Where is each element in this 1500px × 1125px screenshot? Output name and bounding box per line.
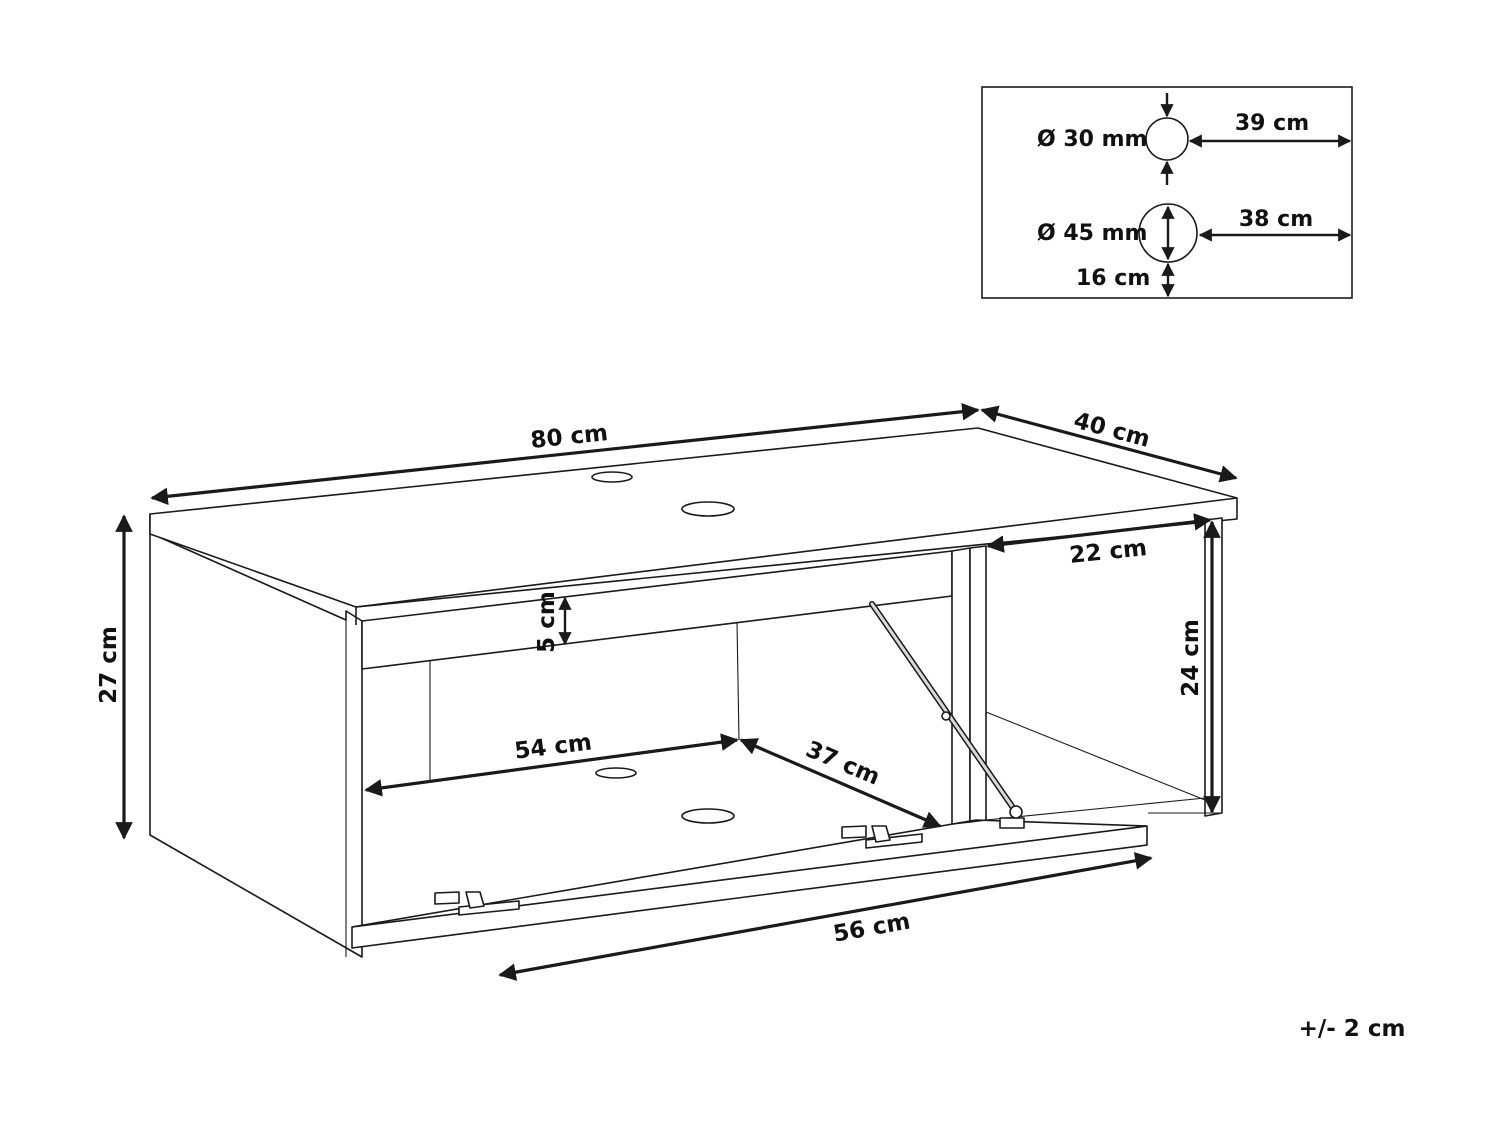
floor-cable-hole-large-icon (681, 808, 735, 824)
large-hole-offset-label: 38 cm (1239, 207, 1313, 232)
interior-depth-dimension (739, 738, 942, 828)
top-width-label: 80 cm (529, 420, 609, 454)
cabinet-drawing (149, 427, 1238, 958)
cable-hole-inset: Ø 30 mm 39 cm Ø 45 mm 38 cm 16 cm (981, 86, 1353, 299)
small-hole-offset-label: 39 cm (1235, 111, 1309, 136)
compartment-width-label: 22 cm (1068, 535, 1148, 569)
right-divider-front (969, 545, 987, 823)
interior-width-dimension (364, 733, 739, 797)
compartment-height-label: 24 cm (1178, 619, 1204, 697)
door-width-dimension (498, 852, 1153, 981)
depth-dimension (980, 405, 1238, 483)
shelf-gap-label: 5 cm (534, 591, 560, 653)
small-hole-icon (1145, 117, 1189, 161)
height-label: 27 cm (96, 626, 122, 704)
large-hole-diameter-label: Ø 45 mm (1037, 221, 1147, 246)
small-hole-diameter-label: Ø 30 mm (1037, 127, 1147, 152)
compartment-width-dimension (986, 513, 1212, 553)
floor-cable-hole-small-icon (595, 767, 637, 779)
dimension-lines (115, 402, 1238, 981)
arm-mount-bracket (999, 817, 1025, 829)
large-hole-icon (1138, 203, 1198, 263)
top-width-dimension (150, 402, 980, 506)
tolerance-note: +/- 2 cm (1299, 1016, 1406, 1042)
inset-frame (981, 86, 1353, 299)
large-hole-height-label: 16 cm (1076, 266, 1150, 291)
right-divider (951, 547, 971, 825)
door-latch-right (841, 825, 923, 849)
